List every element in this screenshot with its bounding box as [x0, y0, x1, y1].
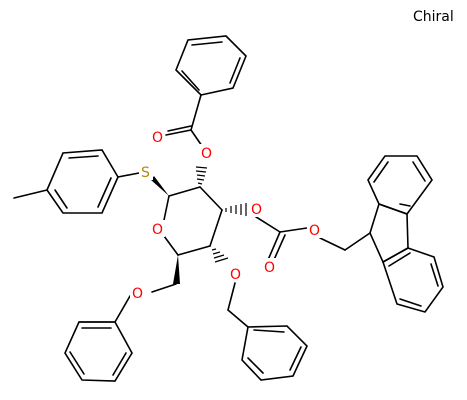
benzoyl-carbonyl-oxygen-atom: O — [152, 130, 163, 146]
fmoc-group — [252, 155, 444, 313]
benzoyl-group — [165, 35, 247, 147]
c5-c6-wedge — [173, 255, 180, 284]
c1-s-wedge — [151, 176, 169, 196]
benzyl-4-group — [227, 282, 308, 381]
tolyl-group — [13, 149, 140, 214]
atom-labels: S O O O O O O O O — [130, 128, 322, 302]
o2-oxygen-atom: O — [201, 146, 212, 162]
fmoc-ester-oxygen-atom: O — [309, 223, 320, 239]
chiral-flag: Chiral — [413, 9, 454, 25]
o6-oxygen-atom: O — [132, 286, 143, 302]
ring-oxygen-atom: O — [152, 222, 163, 238]
hashed-bonds — [195, 166, 247, 263]
pyranose-ring — [151, 176, 223, 293]
carbonate-carbonyl-oxygen-atom: O — [264, 260, 275, 276]
o4-oxygen-atom: O — [230, 267, 241, 283]
sulfur-atom: S — [141, 165, 150, 181]
o3-oxygen-atom: O — [251, 202, 262, 218]
benzyl-6-group — [64, 295, 133, 382]
